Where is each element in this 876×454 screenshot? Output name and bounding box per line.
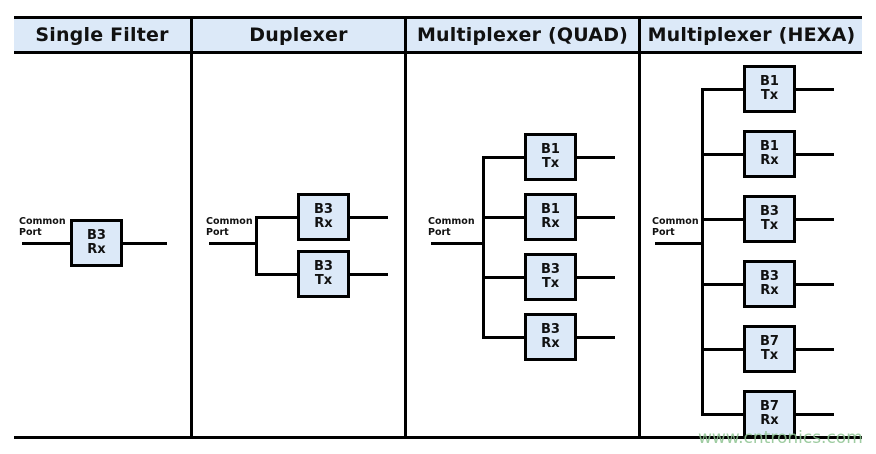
column-divider-1 [190,16,193,439]
filter-band: B1 [541,141,560,157]
common-port-line2: Port [19,227,42,239]
wire-branch-hexa-5 [701,348,743,351]
filter-band: B1 [760,138,779,154]
wire-output-quad-3 [577,276,615,279]
wire-branch-hexa-4 [701,283,743,286]
wire-output-quad-4 [577,336,615,339]
wire-output-quad-2 [577,216,615,219]
column-header-duplexer: Duplexer [249,24,348,46]
column-header-multiplexer-quad: Multiplexer (QUAD) [416,24,629,46]
filter-band: B3 [87,227,106,243]
filter-direction: Rx [760,153,779,168]
filter-band: B3 [314,258,333,274]
common-port-line1: Common [206,216,253,227]
common-port-label-duplexer: Common Port [206,216,253,238]
filter-block-b7-tx: B7 Tx [743,325,796,373]
filter-block-b1-tx: B1 Tx [524,133,577,181]
filter-direction: Rx [314,216,333,231]
common-port-line1: Common [19,216,66,227]
wire-bus-multiplexer-hexa [701,88,704,245]
filter-band: B7 [760,333,779,349]
wire-branch-quad-1 [482,156,524,159]
wire-common-input-multiplexer-quad [431,242,484,245]
filter-direction: Tx [541,276,560,291]
filter-direction: Rx [541,216,560,231]
filter-band: B1 [760,73,779,89]
table-bottom-rule [14,436,862,439]
filter-direction: Rx [760,413,779,428]
wire-output-hexa-3 [796,218,834,221]
watermark-text: www.cntronics.com [698,428,863,448]
filter-direction: Tx [760,348,779,363]
common-port-label-multiplexer-hexa: Common Port [652,216,699,238]
wire-output-hexa-5 [796,348,834,351]
filter-direction: Rx [87,242,106,257]
filter-block-b3-rx: B3 Rx [743,260,796,308]
wire-branch-quad-3 [482,276,524,279]
filter-band: B3 [541,261,560,277]
filter-block-b3-rx: B3 Rx [297,193,350,241]
filter-block-b1-tx: B1 Tx [743,65,796,113]
wire-bus-duplexer [255,216,258,276]
wire-output-hexa-1 [796,88,834,91]
filter-band: B3 [314,201,333,217]
filter-band: B7 [760,398,779,414]
filter-block-b7-rx: B7 Rx [743,390,796,438]
common-port-line1: Common [652,216,699,227]
filter-block-b1-rx: B1 Rx [524,193,577,241]
filter-direction: Tx [760,218,779,233]
filter-block-b3-tx: B3 Tx [524,253,577,301]
column-divider-3 [638,16,641,439]
wire-common-input-duplexer [209,242,257,245]
wire-output-hexa-4 [796,283,834,286]
wire-output-duplexer-2 [350,273,388,276]
column-header-multiplexer-hexa: Multiplexer (HEXA) [647,24,856,46]
wire-branch-quad-4 [482,336,524,339]
common-port-line1: Common [428,216,475,227]
wire-output-hexa-6 [796,413,834,416]
filter-band: B1 [541,201,560,217]
filter-block-b3-rx: B3 Rx [524,313,577,361]
filter-direction: Rx [760,283,779,298]
wire-output-quad-1 [577,156,615,159]
common-port-label-multiplexer-quad: Common Port [428,216,475,238]
wire-branch-hexa-6 [701,413,743,416]
wire-common-input-multiplexer-hexa [655,242,703,245]
wire-common-input-single-filter [22,242,70,245]
common-port-line2: Port [652,227,675,239]
wire-branch-duplexer-1 [255,216,297,219]
wire-bus-multiplexer-quad [482,156,485,336]
filter-band: B3 [760,203,779,219]
wire-branch-quad-2 [482,216,524,219]
common-port-line2: Port [206,227,229,239]
filter-band: B3 [541,321,560,337]
filter-direction: Tx [541,156,560,171]
common-port-label-single-filter: Common Port [19,216,66,238]
wire-output-b3-rx [123,242,167,245]
column-header-single-filter: Single Filter [35,24,169,46]
filter-direction: Rx [541,336,560,351]
wire-branch-hexa-1 [701,88,743,91]
column-divider-2 [404,16,407,439]
wire-branch-hexa-3 [701,218,743,221]
filter-block-b3-tx: B3 Tx [743,195,796,243]
filter-direction: Tx [760,88,779,103]
wire-branch-hexa-2 [701,153,743,156]
filter-band: B3 [760,268,779,284]
filter-block-b3-tx: B3 Tx [297,250,350,298]
wire-branch-duplexer-2 [255,273,297,276]
filter-direction: Tx [314,273,333,288]
header-band [14,16,862,54]
wire-bus-multiplexer-hexa-lower [701,242,704,416]
filter-block-b3-rx: B3 Rx [70,219,123,267]
filter-block-b1-rx: B1 Rx [743,130,796,178]
wire-output-hexa-2 [796,153,834,156]
common-port-line2: Port [428,227,451,239]
wire-output-duplexer-1 [350,216,388,219]
